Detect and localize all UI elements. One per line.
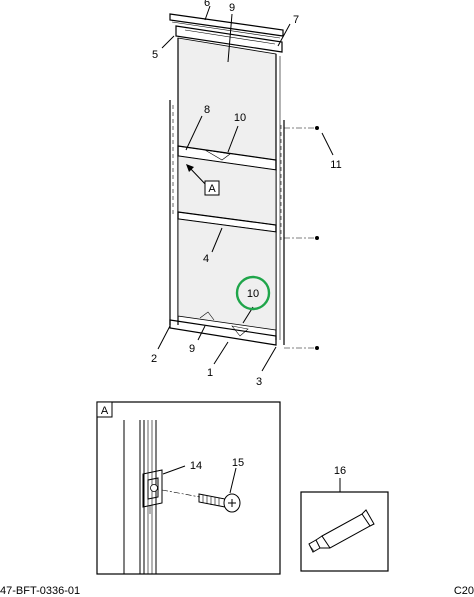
callout-10-circled: 10 bbox=[247, 288, 259, 300]
screws-right bbox=[284, 126, 319, 350]
screw-icon bbox=[315, 236, 319, 240]
footer-drawing-number: 47-BFT-0336-01 bbox=[0, 585, 80, 597]
screw-icon bbox=[315, 346, 319, 350]
callout-15: 15 bbox=[232, 457, 244, 469]
screw-icon bbox=[315, 126, 319, 130]
window-frame bbox=[169, 37, 285, 346]
detail-ref-label: A bbox=[208, 183, 216, 195]
bottom-rail bbox=[169, 319, 277, 346]
callout-1: 1 bbox=[207, 367, 213, 379]
callout-6: 6 bbox=[204, 0, 210, 9]
callout-9-top: 9 bbox=[229, 2, 235, 14]
highlight-circle bbox=[235, 275, 271, 311]
mid-channel bbox=[177, 155, 277, 226]
detail-box-label: A bbox=[101, 405, 109, 417]
callout-10-upper: 10 bbox=[234, 112, 246, 124]
callout-9-bottom: 9 bbox=[189, 343, 195, 355]
item-16-box: 16 bbox=[300, 465, 389, 572]
lower-glass bbox=[177, 218, 277, 331]
callout-7: 7 bbox=[293, 14, 299, 26]
callout-8: 8 bbox=[204, 104, 210, 116]
callout-14: 14 bbox=[190, 460, 202, 472]
sealant-tube-icon bbox=[308, 509, 375, 553]
callout-labels: 6 9 7 5 8 10 11 4 10 2 9 1 3 bbox=[151, 0, 342, 388]
callout-16: 16 bbox=[334, 465, 346, 477]
callout-2: 2 bbox=[151, 353, 157, 365]
callout-4: 4 bbox=[203, 253, 209, 265]
callout-3: 3 bbox=[256, 376, 262, 388]
upper-glass bbox=[177, 37, 277, 161]
detail-a-box: A 14 15 bbox=[96, 401, 281, 575]
detail-ref-marker: A bbox=[204, 180, 220, 196]
callout-11: 11 bbox=[330, 159, 341, 171]
callout-5: 5 bbox=[152, 49, 158, 61]
footer-sheet-code: C20 bbox=[454, 585, 474, 597]
